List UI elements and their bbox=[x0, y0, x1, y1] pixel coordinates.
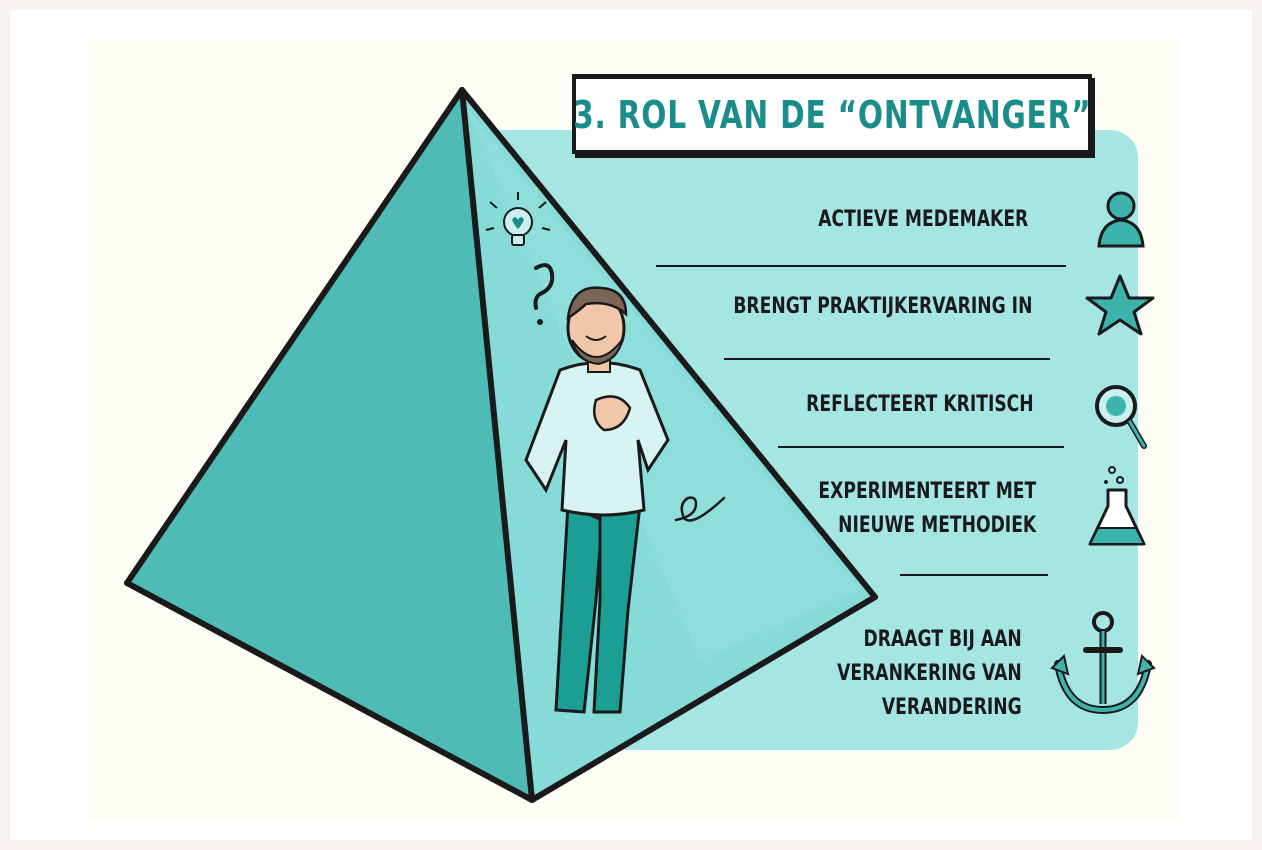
divider-3 bbox=[778, 446, 1064, 448]
role-line: REFLECTEERT KRITISCH bbox=[806, 392, 1034, 417]
role-line: NIEUWE METHODIEK bbox=[837, 513, 1036, 538]
role-practical-experience: BRENGT PRAKTIJKERVARING IN bbox=[733, 290, 1032, 324]
squiggle-doodle bbox=[674, 496, 726, 522]
magnifier-icon bbox=[1095, 385, 1147, 449]
pyramid-left-face bbox=[127, 95, 532, 800]
star-icon bbox=[1085, 274, 1155, 336]
role-line: ACTIEVE MEDEMAKER bbox=[817, 207, 1028, 232]
role-anchoring-change: DRAAGT BIJ AAN VERANKERING VAN VERANDERI… bbox=[837, 623, 1022, 725]
role-line: BRENGT PRAKTIJKERVARING IN bbox=[732, 294, 1032, 319]
role-line: VERANDERING bbox=[882, 695, 1022, 720]
role-critical-reflection: REFLECTEERT KRITISCH bbox=[807, 388, 1034, 422]
lightbulb-icon bbox=[485, 192, 551, 246]
person-icon bbox=[1097, 191, 1145, 248]
role-line: DRAAGT BIJ AAN bbox=[863, 627, 1022, 652]
person-figure bbox=[524, 286, 670, 714]
pyramid-outline bbox=[124, 87, 878, 803]
question-mark-icon bbox=[533, 263, 555, 310]
flask-icon bbox=[1088, 466, 1146, 546]
anchor-icon bbox=[1050, 611, 1156, 715]
question-mark-dot bbox=[537, 319, 543, 325]
divider-2 bbox=[724, 358, 1050, 360]
role-experimentation: EXPERIMENTEERT MET NIEUWE METHODIEK bbox=[818, 475, 1036, 543]
divider-4 bbox=[900, 574, 1048, 576]
role-line: EXPERIMENTEERT MET bbox=[818, 479, 1036, 504]
title-box: 3. ROL VAN DE “ONTVANGER” bbox=[572, 74, 1092, 154]
page-title: 3. ROL VAN DE “ONTVANGER” bbox=[572, 92, 1092, 137]
divider-1 bbox=[656, 265, 1066, 267]
pyramid-highlight bbox=[468, 110, 860, 660]
role-line: VERANKERING VAN bbox=[837, 661, 1022, 686]
role-active-cocreator: ACTIEVE MEDEMAKER bbox=[818, 203, 1028, 237]
